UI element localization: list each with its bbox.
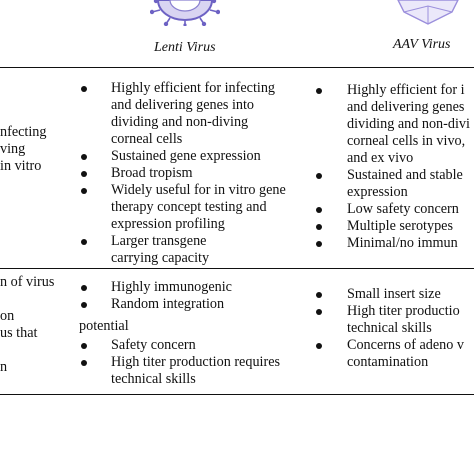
list-item: Broad tropism — [111, 165, 193, 181]
left-col-text: ving — [0, 141, 26, 157]
list-item: therapy concept testing and — [111, 199, 267, 215]
bullet-icon — [316, 309, 322, 315]
bullet-icon — [81, 154, 87, 160]
list-item: and ex vivo — [347, 150, 414, 166]
list-item: dividing and non-diving — [111, 114, 249, 130]
list-item: and delivering genes — [347, 99, 465, 115]
list-item: expression — [347, 184, 408, 200]
aav-virus-header: AAV Virus — [393, 37, 451, 52]
bullet-icon — [316, 292, 322, 298]
list-item: corneal cells in vivo, — [347, 133, 466, 149]
left-col-text: in vitro — [0, 158, 42, 174]
lentivirus-particle-icon — [150, 0, 220, 26]
bullet-icon — [81, 302, 87, 308]
bullet-icon — [81, 285, 87, 291]
table-bottom-rule — [0, 394, 474, 395]
left-col-text: us that — [0, 325, 38, 341]
bullet-icon — [81, 239, 87, 245]
list-item: Sustained gene expression — [111, 148, 261, 164]
bullet-icon — [316, 207, 322, 213]
list-item: Random integration — [111, 296, 225, 312]
header-rule — [0, 67, 474, 68]
list-item: Highly efficient for infecting — [111, 80, 276, 96]
bullet-icon — [316, 224, 322, 230]
left-col-text: n — [0, 359, 8, 375]
bullet-icon — [81, 171, 87, 177]
left-col-text: on — [0, 308, 15, 324]
list-item: Widely useful for in vitro gene — [111, 182, 286, 198]
bullet-icon — [81, 343, 87, 349]
row-divider-rule — [0, 268, 474, 269]
left-col-text: n of virus — [0, 274, 55, 290]
list-item: contamination — [347, 354, 429, 370]
list-item: Minimal/no immun — [347, 235, 458, 251]
left-col-text: nfecting — [0, 124, 47, 140]
list-item: carrying capacity — [111, 250, 210, 266]
list-item: Highly efficient for i — [347, 82, 465, 98]
list-item: corneal cells — [111, 131, 183, 147]
list-item: Safety concern — [111, 337, 196, 353]
list-item: Low safety concern — [347, 201, 459, 217]
bullet-icon — [81, 360, 87, 366]
list-item: Larger transgene — [111, 233, 207, 249]
bullet-icon — [81, 86, 87, 92]
bullet-icon — [81, 188, 87, 194]
list-item: expression profiling — [111, 216, 225, 232]
list-item: technical skills — [347, 320, 432, 336]
list-item: technical skills — [111, 371, 196, 387]
list-item: Concerns of adeno v — [347, 337, 465, 353]
list-item: and delivering genes into — [111, 97, 255, 113]
list-item: Multiple serotypes — [347, 218, 453, 234]
list-item: Sustained and stable — [347, 167, 463, 183]
list-item: High titer production requires — [111, 354, 281, 370]
list-item: Small insert size — [347, 286, 441, 302]
bullet-icon — [316, 88, 322, 94]
bullet-icon — [316, 173, 322, 179]
bullet-icon — [316, 343, 322, 349]
list-item: Highly immunogenic — [111, 279, 232, 295]
aav-capsid-icon — [397, 0, 459, 25]
bullet-icon — [316, 241, 322, 247]
list-item: dividing and non-divi — [347, 116, 470, 132]
lenti-virus-header: Lenti Virus — [154, 40, 216, 55]
list-item: High titer productio — [347, 303, 460, 319]
potential-label: potential — [79, 318, 129, 334]
